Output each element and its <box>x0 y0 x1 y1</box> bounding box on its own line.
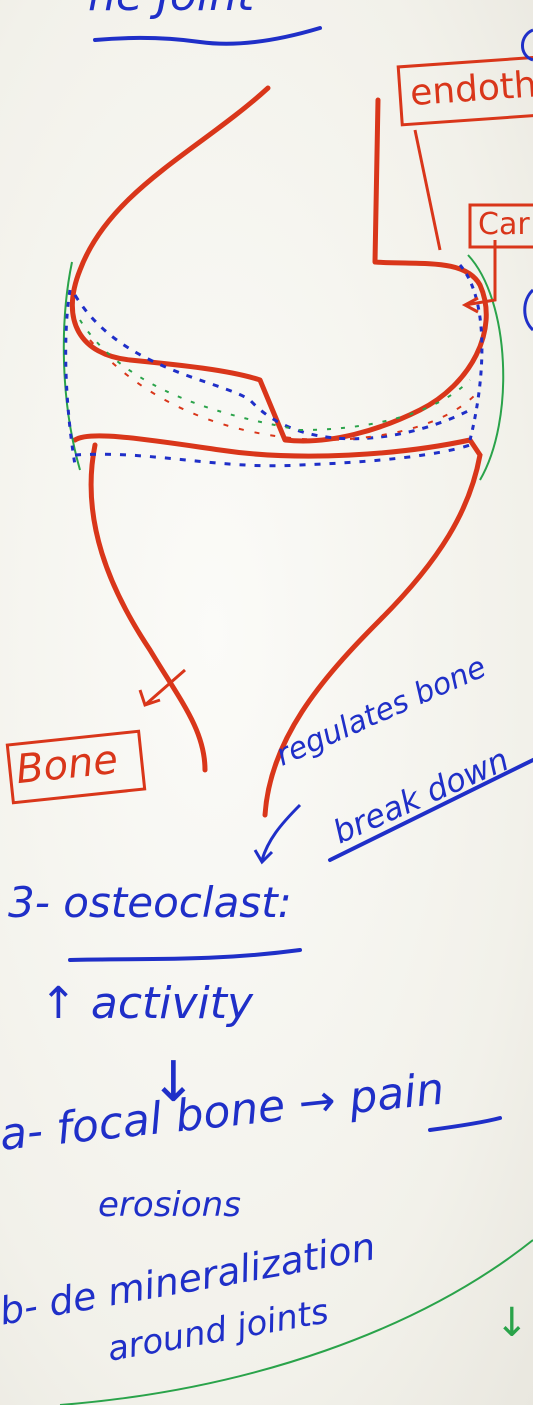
endothelium-pointer <box>415 130 440 250</box>
curved-arrow-to-osteoclast <box>262 805 300 860</box>
cartilage-label: Car <box>478 207 530 242</box>
erosions-text: erosions <box>98 1185 241 1225</box>
bone-arrowhead <box>140 690 160 705</box>
pain-underline <box>430 1118 500 1130</box>
joint-space-red-dash <box>90 340 475 440</box>
edge-paren-right <box>525 290 533 330</box>
osteoclast-underline <box>70 950 300 960</box>
green-down-arrow: ↓ <box>495 1300 529 1346</box>
heading-underline <box>95 28 320 44</box>
osteoclast-text: 3- osteoclast: <box>8 878 292 927</box>
activity-text: ↑ activity <box>40 978 253 1029</box>
femur-outline <box>72 88 486 441</box>
heading-fragment: he Joint <box>88 0 254 21</box>
tibia-left-edge <box>91 445 205 770</box>
edge-circle-top <box>522 30 533 60</box>
